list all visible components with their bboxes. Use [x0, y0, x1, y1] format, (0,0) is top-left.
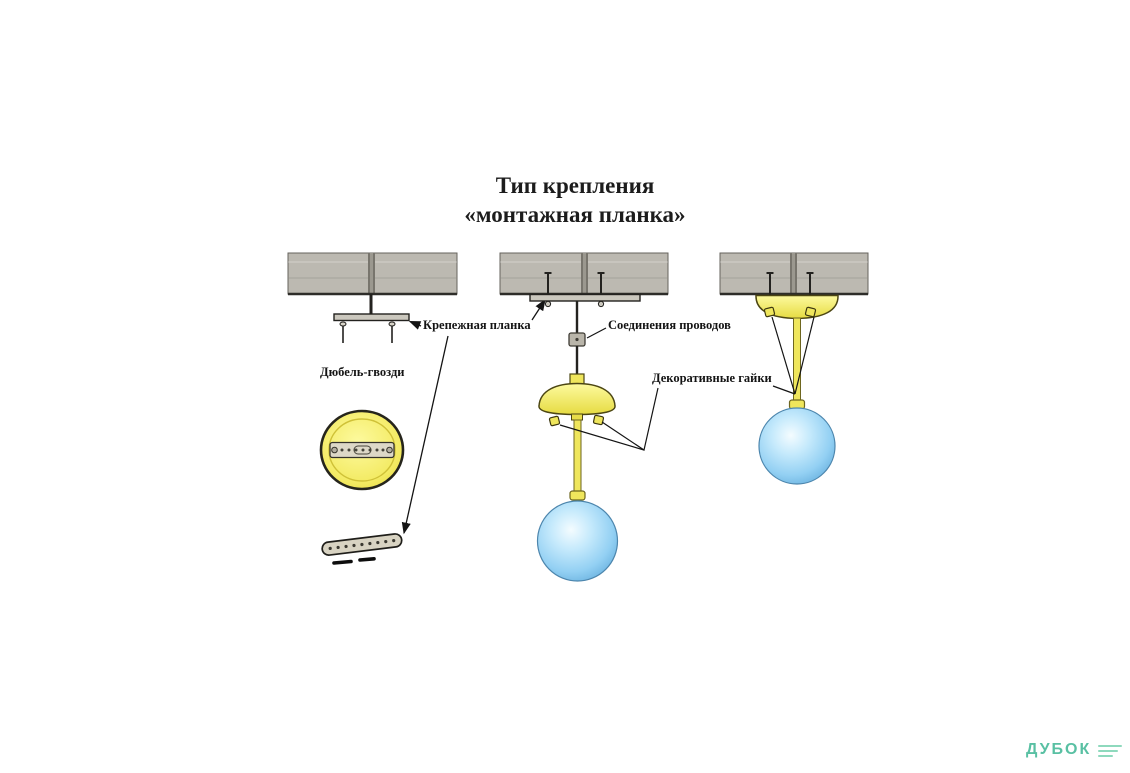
pendant-rod-right	[788, 317, 806, 410]
dowel-nail	[388, 321, 396, 343]
mounting-bracket-middle	[529, 272, 641, 308]
annotation-lines-right	[771, 316, 815, 395]
title-line-2: «монтажная планка»	[464, 202, 686, 227]
strip-dashes	[332, 556, 376, 565]
dowel-nail	[339, 321, 347, 343]
pendant-rod-middle	[569, 419, 586, 501]
label-dowel-nails: Дюбель-гвозди	[320, 365, 405, 379]
watermark: ДУБОК	[1026, 741, 1123, 759]
ceiling-panel-right	[719, 252, 869, 296]
lamp-base-disc	[319, 409, 405, 491]
glass-ball-right	[758, 407, 836, 485]
decorative-nut	[804, 306, 817, 318]
decorative-nut	[763, 306, 776, 318]
wire-and-connector	[568, 301, 586, 378]
mounting-bracket-left-assembly	[333, 294, 410, 343]
canopy-middle	[538, 373, 616, 421]
label-mounting-bracket: Крепежная планка	[423, 318, 531, 332]
decorative-nut	[548, 415, 561, 427]
label-wire-connections: Соединения проводов	[608, 318, 731, 332]
canopy-right	[755, 272, 839, 320]
annotation-lines-middle	[559, 327, 659, 451]
ceiling-panel-middle	[499, 252, 669, 296]
diagram-title: Тип крепления «монтажная планка»	[365, 171, 785, 229]
title-line-1: Тип крепления	[495, 173, 655, 198]
mounting-strip	[321, 533, 403, 556]
annotation-lines-left	[401, 298, 546, 535]
ceiling-panel-left	[287, 252, 458, 296]
watermark-tagline	[1098, 743, 1123, 757]
decorative-nut	[592, 414, 605, 426]
watermark-brand: ДУБОК	[1026, 741, 1092, 758]
glass-ball-middle	[536, 500, 619, 582]
label-decorative-nuts: Декоративные гайки	[652, 371, 772, 385]
